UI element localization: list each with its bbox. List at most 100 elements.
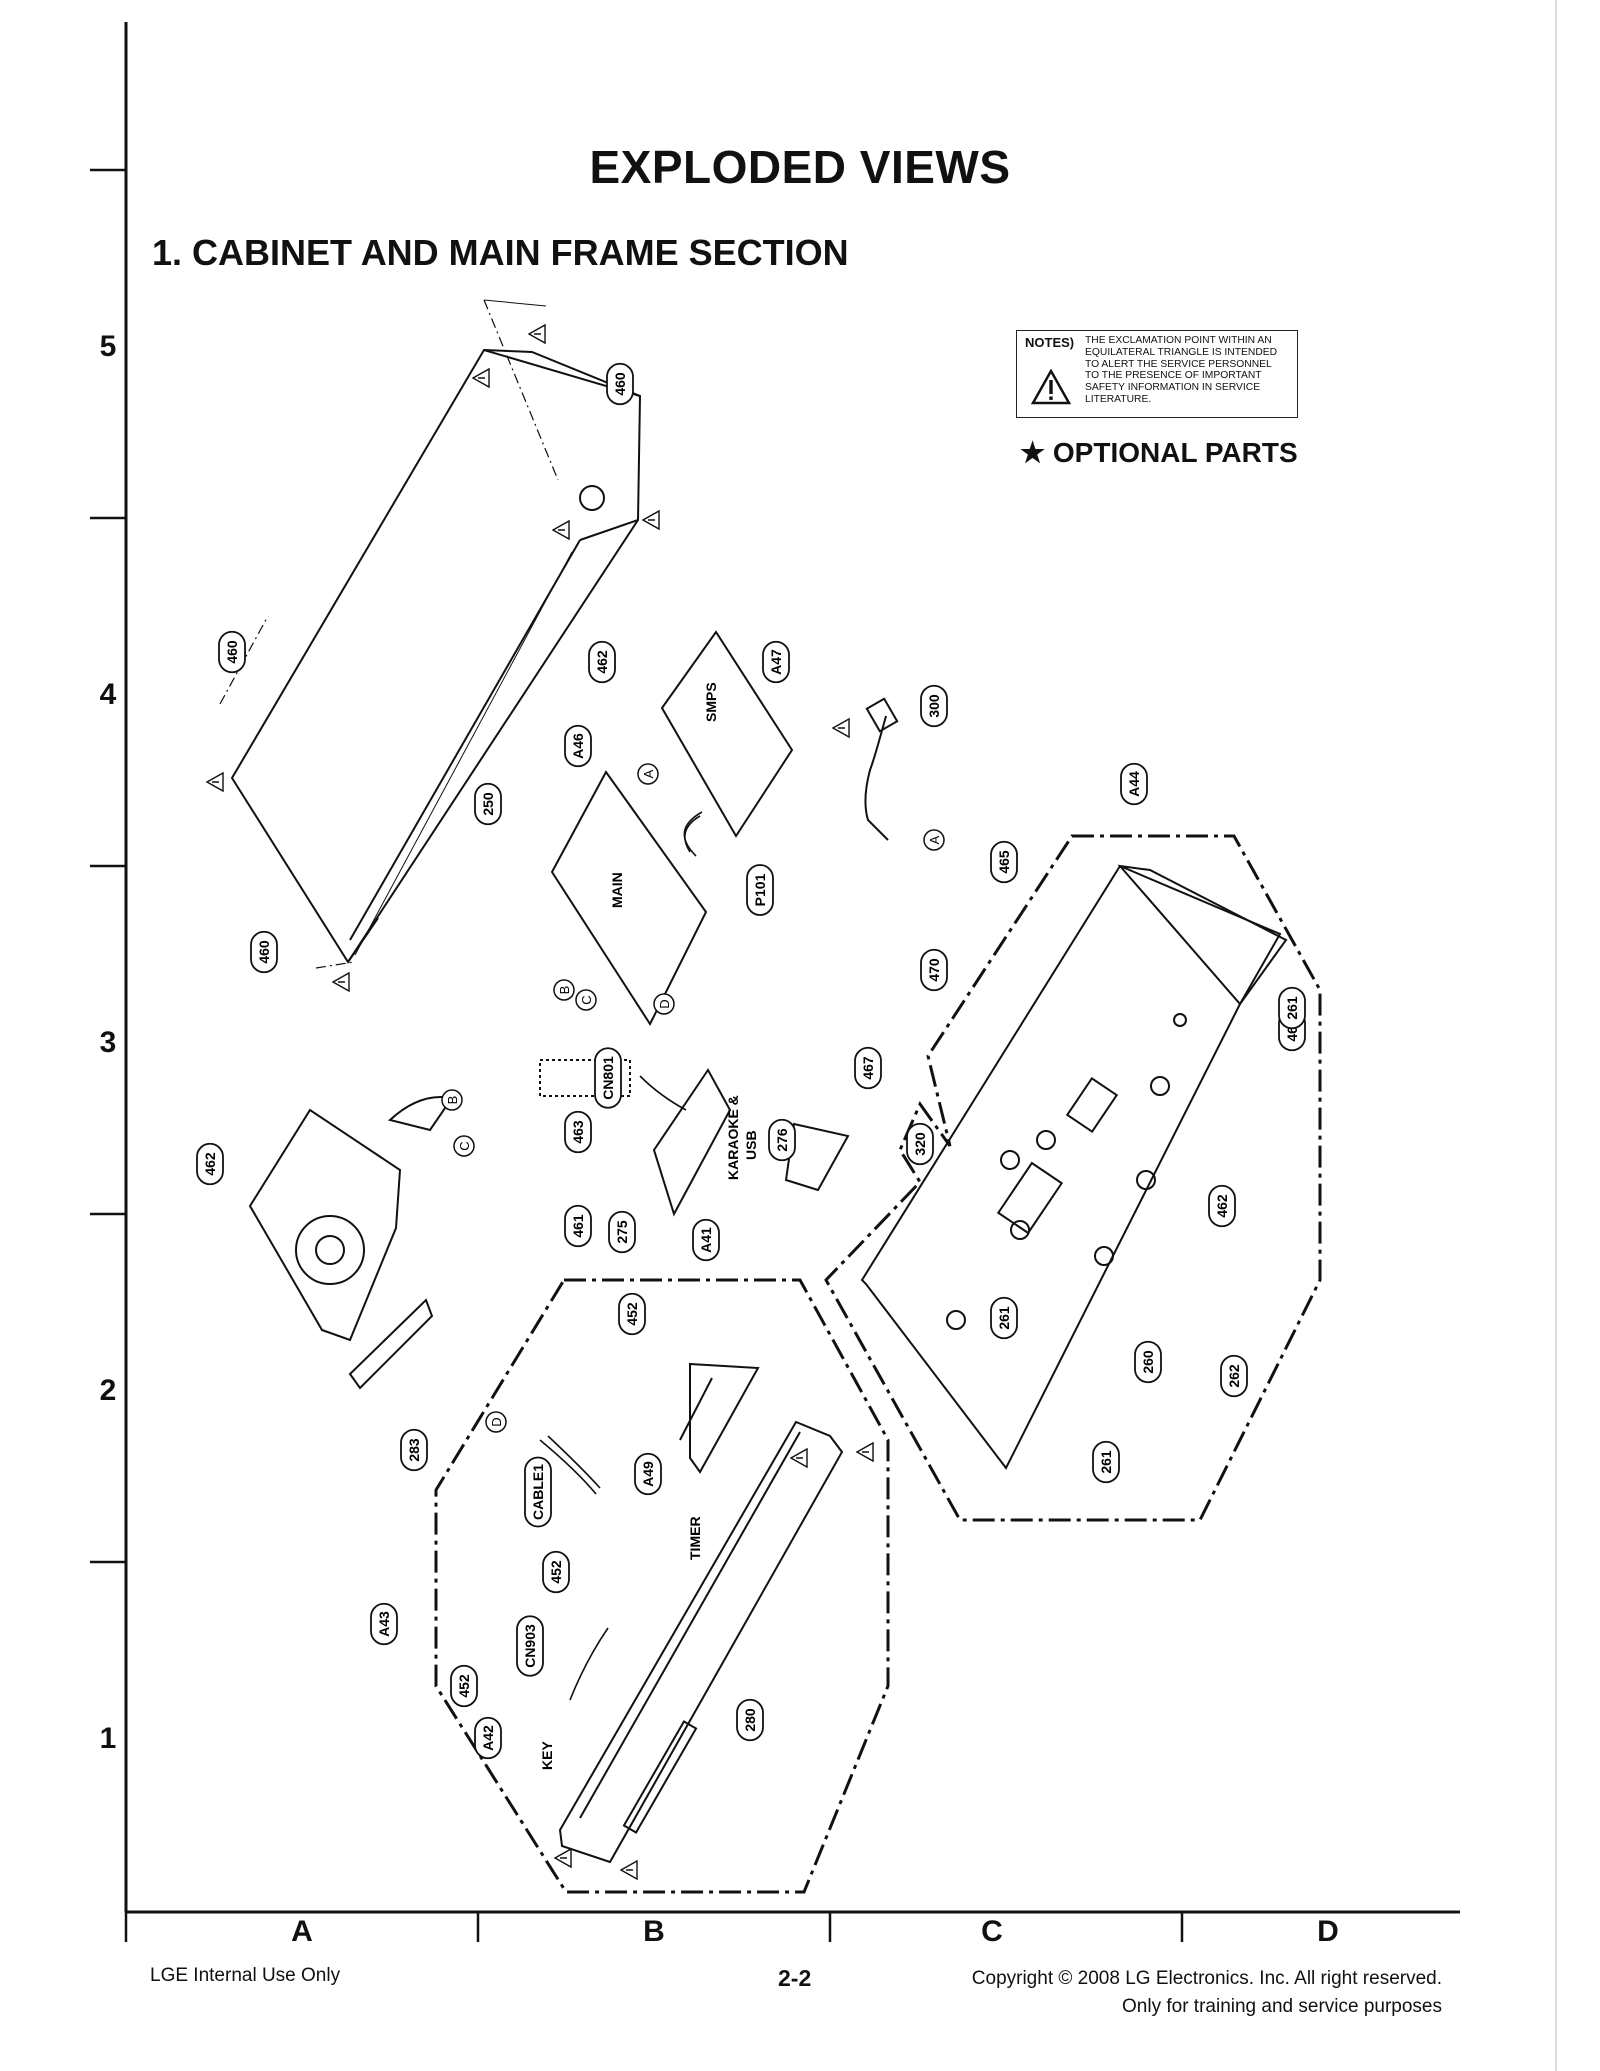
- row-label-5: 5: [99, 330, 117, 363]
- callout-number: 462: [202, 1152, 218, 1176]
- connector-letter: B: [441, 1089, 463, 1111]
- callout-number: 320: [912, 1132, 928, 1156]
- callout-bubble: [1134, 1340, 1162, 1384]
- section-title: 1. CABINET AND MAIN FRAME SECTION: [152, 232, 849, 273]
- connector-letter-text: B: [445, 1096, 460, 1105]
- loader: [248, 1096, 454, 1390]
- callout-bubble: [920, 948, 948, 992]
- callout-number: 463: [570, 1120, 586, 1144]
- callout-number: 262: [1226, 1364, 1242, 1388]
- purpose-line: Only for training and service purposes: [1122, 1996, 1442, 2017]
- callout-bubble: [400, 1428, 428, 1472]
- connector-letter: C: [575, 989, 597, 1011]
- part-callout: 462: [1208, 1184, 1236, 1228]
- part-callout: 470: [920, 948, 948, 992]
- connector-letter: A: [637, 763, 659, 785]
- callout-bubble: [474, 1716, 502, 1760]
- callout-bubble: [608, 1210, 636, 1254]
- warning-triangle-icon: [831, 717, 850, 739]
- part-callout: 276: [768, 1118, 796, 1162]
- row-label-2: 2: [99, 1374, 117, 1407]
- callout-number: 452: [624, 1302, 640, 1326]
- warning-triangle-icon: [1031, 369, 1071, 405]
- row-label-1: 1: [99, 1722, 117, 1755]
- callout-bubble: [1092, 1440, 1120, 1484]
- connector-letter: B: [553, 979, 575, 1001]
- callout-bubble: [634, 1452, 662, 1496]
- footer-internal-use: LGE Internal Use Only: [150, 1965, 341, 1986]
- part-callout: 462: [196, 1142, 224, 1186]
- callout-number: 452: [548, 1560, 564, 1584]
- part-callout: 300: [920, 684, 948, 728]
- part-callout: CABLE1: [524, 1456, 552, 1528]
- part-callout: A47: [762, 640, 790, 684]
- main-label: MAIN: [609, 872, 625, 908]
- connector-letter-text: A: [927, 835, 942, 844]
- callout-number: 250: [480, 792, 496, 816]
- callout-bubble: [516, 1615, 544, 1677]
- callout-bubble: [618, 1292, 646, 1336]
- footer-page-number: 2-2: [778, 1965, 812, 1991]
- callout-bubble: [196, 1142, 224, 1186]
- callout-bubble: [218, 630, 246, 674]
- part-callout: 463: [564, 1110, 592, 1154]
- part-callout: P101: [746, 864, 774, 916]
- callout-bubble: [250, 930, 278, 974]
- part-callout: 462: [588, 640, 616, 684]
- callout-number: 276: [774, 1128, 790, 1152]
- callout-bubble: [370, 1602, 398, 1646]
- callout-bubble: [564, 1110, 592, 1154]
- warning-triangle-icon: [789, 1447, 808, 1469]
- warning-triangle-icon: [331, 971, 350, 993]
- callout-number: 467: [860, 1056, 876, 1080]
- callout-number: 460: [256, 940, 272, 964]
- part-callout: 460: [606, 362, 634, 406]
- callout-bubble: [474, 782, 502, 826]
- callout-bubble: [1220, 1354, 1248, 1398]
- warning-triangle-icon: [619, 1859, 638, 1881]
- connector-letter-text: B: [557, 986, 572, 995]
- callout-number: 460: [612, 372, 628, 396]
- callout-number: 452: [456, 1674, 472, 1698]
- callout-number: 283: [406, 1438, 422, 1462]
- optional-parts-legend: ★ OPTIONAL PARTS: [1020, 437, 1298, 468]
- key-label: KEY: [539, 1741, 555, 1770]
- callout-bubble: [920, 684, 948, 728]
- part-callout: A44: [1120, 762, 1148, 806]
- col-label-b: B: [643, 1915, 665, 1948]
- callout-bubble: [1120, 762, 1148, 806]
- connector-ring: [575, 989, 597, 1011]
- board-labels: SMPS MAIN KARAOKE & USB TIMER KEY: [539, 682, 759, 1770]
- callout-number: A41: [698, 1227, 714, 1253]
- notes-line: THE EXCLAMATION POINT WITHIN AN: [1085, 335, 1272, 346]
- connector-ring: [453, 1135, 475, 1157]
- part-callout: 250: [474, 782, 502, 826]
- connector-ring: [485, 1411, 507, 1433]
- part-callout: 320: [906, 1122, 934, 1166]
- connector-ring: [553, 979, 575, 1001]
- callout-number: A49: [640, 1461, 656, 1487]
- part-callout: 260: [1134, 1340, 1162, 1384]
- col-label-c: C: [981, 1915, 1003, 1948]
- part-callout: A43: [370, 1602, 398, 1646]
- part-callout: 261: [1092, 1440, 1120, 1484]
- callout-number: 460: [224, 640, 240, 664]
- copyright-line: Copyright © 2008 LG Electronics. Inc. Al…: [971, 1968, 1442, 1989]
- callout-bubble: [906, 1122, 934, 1166]
- part-callout: 460: [218, 630, 246, 674]
- col-label-a: A: [291, 1915, 313, 1948]
- callout-number: 275: [614, 1220, 630, 1244]
- callout-number: 465: [996, 850, 1012, 874]
- part-callout: 280: [736, 1698, 764, 1742]
- connector-ring: [441, 1089, 463, 1111]
- callout-number: 461: [570, 1214, 586, 1238]
- row-label-4: 4: [99, 678, 117, 711]
- callout-number: A43: [376, 1611, 392, 1637]
- part-callout: A41: [692, 1218, 720, 1262]
- callout-bubble: [594, 1047, 622, 1109]
- callout-bubble: [542, 1550, 570, 1594]
- callout-bubble: [990, 840, 1018, 884]
- callout-bubble: [564, 1204, 592, 1248]
